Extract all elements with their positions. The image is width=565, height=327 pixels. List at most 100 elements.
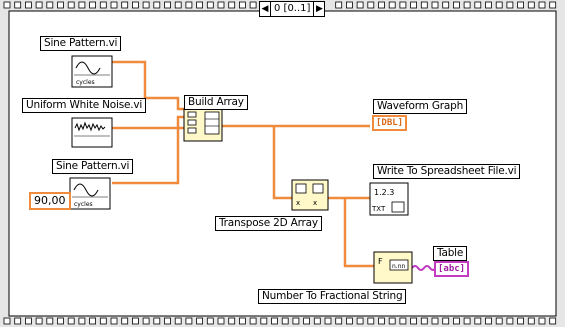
svg-text:n.nn: n.nn <box>392 263 406 270</box>
wire-sine1-to-build <box>112 60 184 111</box>
filmstrip-hole <box>388 1 396 9</box>
filmstrip-hole <box>14 317 22 325</box>
filmstrip-hole <box>196 1 204 9</box>
build-array-label: Build Array <box>184 95 248 110</box>
filmstrip-hole <box>110 317 118 325</box>
filmstrip-hole <box>228 1 236 9</box>
filmstrip-hole <box>238 1 246 9</box>
filmstrip-hole <box>57 317 64 325</box>
filmstrip-hole <box>517 317 524 325</box>
filmstrip-hole <box>164 1 171 9</box>
filmstrip-hole <box>303 317 311 325</box>
filmstrip-hole <box>14 1 22 9</box>
filmstrip-hole <box>367 1 375 9</box>
filmstrip-hole <box>206 317 214 325</box>
filmstrip-hole <box>174 1 182 9</box>
filmstrip-hole <box>249 317 257 325</box>
filmstrip-hole <box>78 317 86 325</box>
svg-text:x: x <box>313 199 317 207</box>
uniform-white-noise-icon[interactable] <box>71 117 113 148</box>
filmstrip-hole <box>153 317 161 325</box>
filmstrip-hole <box>228 317 236 325</box>
sine-pattern-label-1: Sine Pattern.vi <box>40 36 122 51</box>
filmstrip-hole <box>335 317 343 325</box>
case-increment-arrow[interactable]: ▶ <box>315 4 323 14</box>
filmstrip-hole <box>495 1 503 9</box>
filmstrip-hole <box>452 317 460 325</box>
filmstrip-hole <box>110 1 118 9</box>
table-label: Table <box>433 246 468 261</box>
numeric-constant[interactable]: 90,00 <box>29 192 71 210</box>
filmstrip-hole <box>238 317 246 325</box>
case-decrement-arrow[interactable]: ◀ <box>261 4 269 14</box>
filmstrip-hole <box>378 317 385 325</box>
case-selector-value[interactable]: 0 [0..1] <box>270 2 315 16</box>
filmstrip-hole <box>549 317 557 325</box>
filmstrip-hole <box>142 317 150 325</box>
filmstrip-hole <box>89 317 96 325</box>
sine-pattern-icon-2[interactable]: cycles <box>69 177 111 210</box>
number-to-fractional-string-icon[interactable]: F n.nn <box>373 251 413 284</box>
filmstrip-hole <box>495 317 503 325</box>
filmstrip-hole <box>410 1 418 9</box>
filmstrip-hole <box>506 1 514 9</box>
filmstrip-hole <box>24 1 32 9</box>
filmstrip-hole <box>335 1 343 9</box>
filmstrip-hole <box>35 317 43 325</box>
filmstrip-hole <box>46 1 54 9</box>
case-selector[interactable]: ◀ 0 [0..1] ▶ <box>259 1 326 17</box>
build-array-icon[interactable] <box>183 108 223 142</box>
filmstrip-hole <box>356 317 364 325</box>
filmstrip-hole <box>506 317 514 325</box>
filmstrip-hole <box>538 317 546 325</box>
filmstrip-hole <box>185 1 193 9</box>
transpose-2d-array-icon[interactable]: x x <box>291 179 329 211</box>
filmstrip-hole <box>99 317 107 325</box>
filmstrip-hole <box>3 1 11 9</box>
filmstrip-hole <box>399 1 407 9</box>
filmstrip-hole <box>538 1 546 9</box>
filmstrip-hole <box>527 317 535 325</box>
wire-transpose-to-numtostr <box>343 198 374 268</box>
filmstrip-hole <box>142 1 150 9</box>
filmstrip-hole <box>474 1 482 9</box>
filmstrip-hole <box>442 317 450 325</box>
filmstrip-hole <box>99 1 107 9</box>
case-structure-left-border <box>0 0 9 327</box>
filmstrip-hole <box>399 317 407 325</box>
filmstrip-hole <box>281 317 289 325</box>
filmstrip-hole <box>292 317 300 325</box>
svg-text:cycles: cycles <box>74 201 93 208</box>
filmstrip-hole <box>452 1 460 9</box>
filmstrip-hole <box>420 1 428 9</box>
filmstrip-hole <box>89 1 96 9</box>
filmstrip-hole <box>549 1 557 9</box>
svg-text:x: x <box>296 199 300 207</box>
filmstrip-hole <box>249 1 257 9</box>
filmstrip-hole <box>420 317 428 325</box>
filmstrip-hole <box>431 1 439 9</box>
wire-sine2-to-build <box>112 115 184 185</box>
filmstrip-hole <box>463 1 471 9</box>
filmstrip-hole <box>367 317 375 325</box>
filmstrip-hole <box>217 1 225 9</box>
table-terminal[interactable]: [abc] <box>434 261 470 277</box>
filmstrip-hole <box>463 317 471 325</box>
filmstrip-hole <box>378 1 385 9</box>
filmstrip-hole <box>67 317 75 325</box>
wire-build-to-transpose <box>272 126 292 200</box>
filmstrip-hole <box>185 317 193 325</box>
filmstrip-hole <box>410 317 418 325</box>
waveform-graph-terminal[interactable]: [DBL] <box>372 115 408 131</box>
filmstrip-hole <box>57 1 64 9</box>
svg-text:TXT: TXT <box>371 205 386 213</box>
filmstrip-hole <box>474 317 482 325</box>
svg-text:F: F <box>378 257 383 266</box>
filmstrip-hole <box>431 317 439 325</box>
write-to-spreadsheet-icon[interactable]: 1.2.3 TXT <box>369 182 409 216</box>
filmstrip-holes-top <box>3 1 557 9</box>
filmstrip-hole <box>46 317 54 325</box>
sine-pattern-icon-1[interactable]: cycles <box>71 55 113 88</box>
filmstrip-hole <box>131 317 139 325</box>
filmstrip-hole <box>67 1 75 9</box>
